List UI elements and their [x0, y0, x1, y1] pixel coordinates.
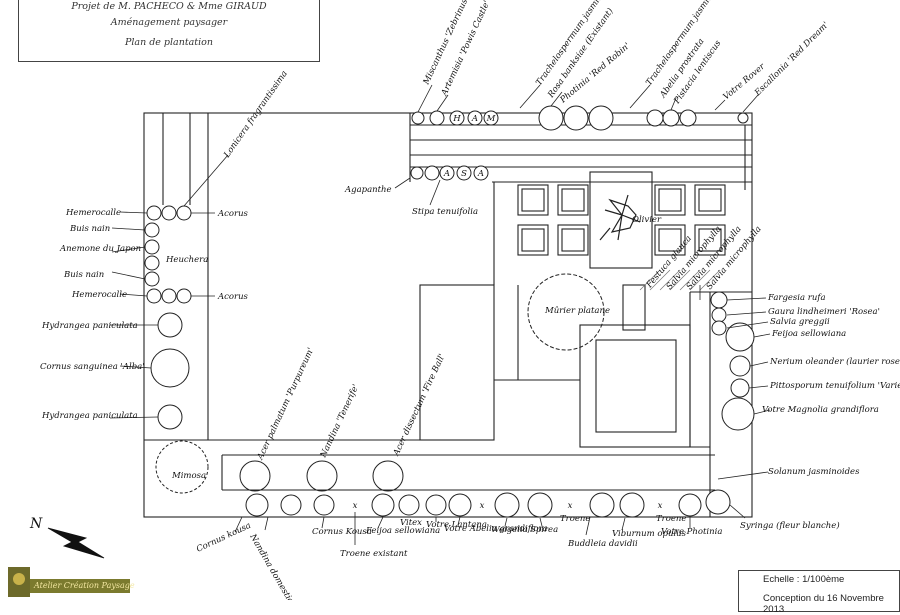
label-magnolia: Votre Magnolia grandiflora — [762, 405, 879, 415]
label-cornus-kousa2: Cornus Kousa — [312, 527, 372, 537]
label-troene2: Troene — [656, 514, 686, 524]
label-weigelia: Weigelia — [491, 525, 528, 535]
label-acer-pal: Acer palmatum 'Purpureum' — [255, 346, 316, 462]
label-buis2: Buis nain — [63, 270, 104, 280]
svg-text:x: x — [658, 501, 663, 511]
label-syringa: Syringa (fleur blanche) — [740, 520, 840, 531]
label-cornus-alba: Cornus sanguinea 'Alba' — [40, 362, 145, 372]
mimosa-tree — [155, 440, 209, 494]
label-nerium: Nerium oleander (laurier rose 1/2 tige) — [769, 356, 900, 367]
planting-plan: H A M A S A x x x x — [29, 0, 900, 600]
project-subtitle: Aménagement paysager — [110, 17, 228, 28]
left-labels: Hemerocalle Buis nain Anemone du Japon B… — [40, 208, 249, 481]
code-h: H — [452, 114, 461, 124]
label-hydrangea2: Hydrangea paniculata — [41, 411, 138, 421]
label-pittosporum: Pittosporum tenuifolium 'Variegatum' — [769, 381, 900, 391]
label-spirea: Spirea — [530, 525, 558, 535]
hydrangea-bottom — [157, 404, 183, 430]
murier-tree — [527, 273, 605, 351]
label-nandina-dom: Nandina domestica — [247, 532, 298, 600]
pool — [595, 339, 677, 433]
label-fargesia: Fargesia rufa — [767, 293, 826, 303]
svg-text:x: x — [568, 501, 573, 511]
cornus-alba — [150, 348, 190, 388]
plant-codes: H A M A S A — [443, 114, 496, 179]
date-text: Conception du 16 Novembre 2013 — [763, 593, 884, 615]
label-votre-photinia: Votre Photinia — [661, 527, 722, 537]
nandina-t-shrub — [306, 460, 338, 492]
label-hemerocalle1: Hemerocalle — [65, 208, 121, 218]
label-stipa: Stipa tenuifolia — [412, 207, 478, 217]
label-hydrangea1: Hydrangea paniculata — [41, 321, 138, 331]
label-salvia-g: Salvia greggii — [770, 317, 830, 327]
label-viburnum: Viburnum opulus — [612, 529, 687, 539]
label-escallonia: Escallonia 'Red Dream' — [752, 20, 831, 99]
acer-dissectum-tree — [372, 460, 404, 492]
north-arrow: N — [29, 516, 105, 559]
scale-text: Echelle : 1/100ème — [763, 574, 845, 585]
company-logo: Atelier Création Paysage — [8, 563, 135, 599]
north-label: N — [29, 516, 43, 532]
acer-palmatum-tree — [239, 460, 271, 492]
leader-lines — [109, 84, 771, 545]
olive-tree-icon — [599, 194, 641, 241]
project-title: Projet de M. PACHECO & Mme GIRAUD — [71, 1, 267, 12]
left-border-plants — [144, 205, 209, 494]
label-anemone: Anemone du Japon — [59, 244, 141, 254]
label-buis1: Buis nain — [69, 224, 110, 234]
code-a3: A — [477, 169, 484, 179]
label-gaura: Gaura lindheimeri 'Rosea' — [768, 307, 880, 317]
hydrangea-top — [157, 312, 183, 338]
hatching — [639, 269, 721, 291]
label-murier: Mûrier platane — [544, 305, 610, 316]
bottom-row-plants — [245, 492, 702, 518]
label-troene-ex: Troene existant — [340, 549, 408, 559]
bottom-labels: Cornus kousa Nandina domestica Cornus Ko… — [195, 514, 840, 600]
label-acorus1: Acorus — [217, 209, 249, 219]
label-solanum: Solanum jasminoides — [768, 467, 860, 477]
top-labels: Miscanthus 'Zebrinus' Artemisia 'Powis C… — [222, 0, 831, 217]
label-hemerocalle2: Hemerocalle — [71, 290, 127, 300]
code-m: M — [486, 114, 496, 124]
label-olivier: Olivier — [632, 215, 662, 225]
garden-outline — [143, 112, 753, 518]
plan-type: Plan de plantation — [124, 37, 214, 48]
code-a2: A — [443, 169, 450, 179]
right-labels: Olivier Festuca glauca Salvia microphyll… — [255, 215, 900, 477]
label-buddleia: Buddleia davidii — [567, 539, 638, 549]
paving-grid — [517, 184, 726, 256]
label-troene: Troene — [560, 514, 590, 524]
label-heuchera: Heuchera — [165, 255, 208, 265]
logo-text: Atelier Création Paysage — [34, 581, 135, 590]
code-a: A — [471, 114, 478, 124]
title-block: Projet de M. PACHECO & Mme GIRAUD Aménag… — [18, 0, 320, 62]
label-feijoa-b: Feijoa sellowiana — [365, 526, 440, 536]
label-agapanthe: Agapanthe — [344, 185, 392, 195]
label-nandina-t: Nandina 'Tenerife' — [318, 383, 361, 460]
building — [419, 284, 495, 441]
label-vitex: Vitex — [400, 518, 422, 528]
label-feijoa-r: Feijoa sellowiana — [771, 329, 846, 339]
svg-text:x: x — [353, 501, 358, 511]
label-votre-lantana: Votre Lantana — [426, 520, 487, 530]
top-row-plants — [410, 105, 749, 181]
code-s: S — [461, 169, 467, 179]
label-acorus2: Acorus — [217, 292, 249, 302]
label-votre-abelia: Votre Abelia grandiflora — [444, 524, 548, 534]
label-lonicera: Lonicera fragrantissima — [222, 69, 290, 160]
label-cornus-kousa: Cornus kousa — [195, 521, 253, 555]
right-border-plants — [705, 291, 755, 515]
olive-bed — [589, 171, 653, 269]
label-acer-dis: Acer dissectum 'Fire Ball' — [391, 353, 447, 459]
scale-box: Echelle : 1/100ème Conception du 16 Nove… — [738, 570, 900, 615]
svg-text:x: x — [480, 501, 485, 511]
label-mimosa: Mimosa — [171, 471, 206, 481]
